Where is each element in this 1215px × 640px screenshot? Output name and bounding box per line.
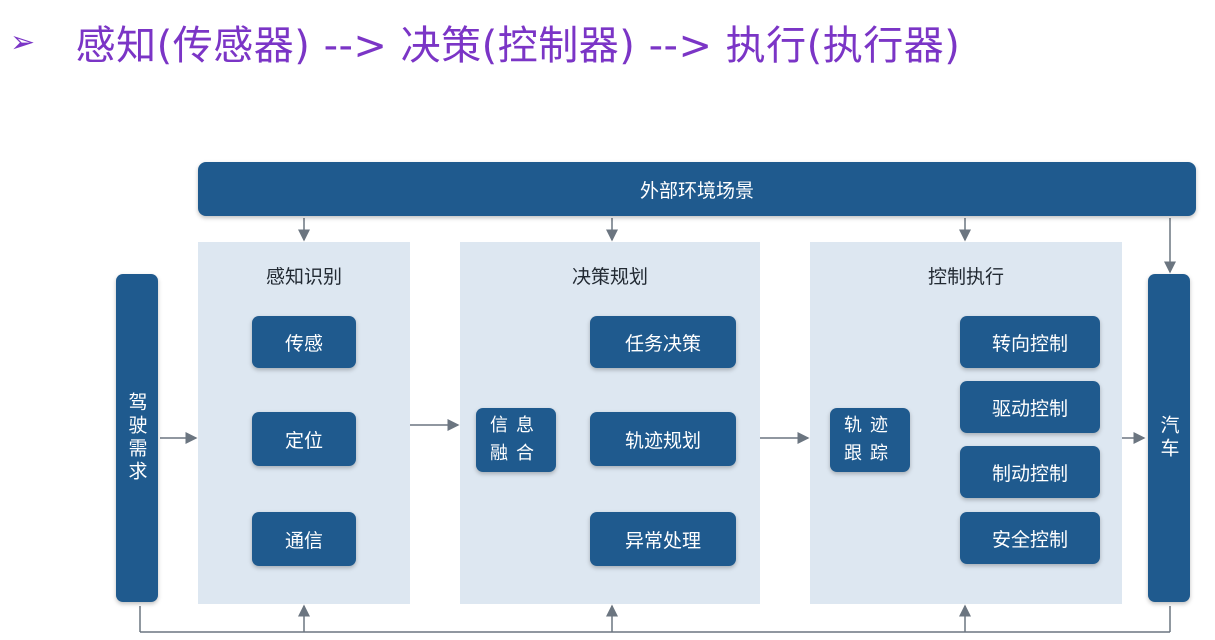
slide-title-text: 感知(传感器) --> 决策(控制器) --> 执行(执行器) <box>75 23 961 69</box>
slide-title: ➢ 感知(传感器) --> 决策(控制器) --> 执行(执行器) <box>10 12 960 72</box>
safety-control-box: 安全控制 <box>960 512 1100 564</box>
steering-control-label: 转向控制 <box>991 332 1068 355</box>
positioning-box: 定位 <box>252 412 356 466</box>
communication-box: 通信 <box>252 512 356 566</box>
drive-control-box: 驱动控制 <box>960 381 1100 433</box>
steering-control-box: 转向控制 <box>960 316 1100 368</box>
car-box: 汽车 <box>1148 274 1190 602</box>
trajectory-tracking-line1: 轨迹 <box>844 415 896 436</box>
perception-title: 感知识别 <box>265 266 342 288</box>
trajectory-planning-label: 轨迹规划 <box>624 429 701 452</box>
trajectory-tracking-line2: 跟踪 <box>844 443 896 464</box>
info-fusion-line2: 融合 <box>490 443 542 464</box>
info-fusion-box: 信息 融合 <box>476 408 556 472</box>
brake-control-box: 制动控制 <box>960 446 1100 498</box>
exception-handling-box: 异常处理 <box>590 512 736 566</box>
drive-control-label: 驱动控制 <box>991 397 1068 420</box>
bullet-arrow-icon: ➢ <box>10 24 36 60</box>
task-decision-label: 任务决策 <box>624 332 701 355</box>
driving-demand-box: 驾驶需求 <box>116 274 158 602</box>
info-fusion-line1: 信息 <box>490 415 542 436</box>
environment-bar: 外部环境场景 <box>198 162 1196 216</box>
environment-label: 外部环境场景 <box>639 179 754 202</box>
car-label: 汽车 <box>1157 415 1180 461</box>
positioning-label: 定位 <box>284 429 323 452</box>
exception-handling-label: 异常处理 <box>624 529 701 552</box>
decision-title: 决策规划 <box>571 266 648 288</box>
trajectory-planning-box: 轨迹规划 <box>590 412 736 466</box>
brake-control-label: 制动控制 <box>991 462 1068 485</box>
trajectory-tracking-box: 轨迹 跟踪 <box>830 408 910 472</box>
safety-control-label: 安全控制 <box>991 528 1068 551</box>
sensing-label: 传感 <box>284 332 323 355</box>
task-decision-box: 任务决策 <box>590 316 736 368</box>
sensing-box: 传感 <box>252 316 356 368</box>
control-title: 控制执行 <box>927 266 1004 288</box>
driving-demand-label: 驾驶需求 <box>125 392 148 484</box>
communication-label: 通信 <box>284 529 323 552</box>
